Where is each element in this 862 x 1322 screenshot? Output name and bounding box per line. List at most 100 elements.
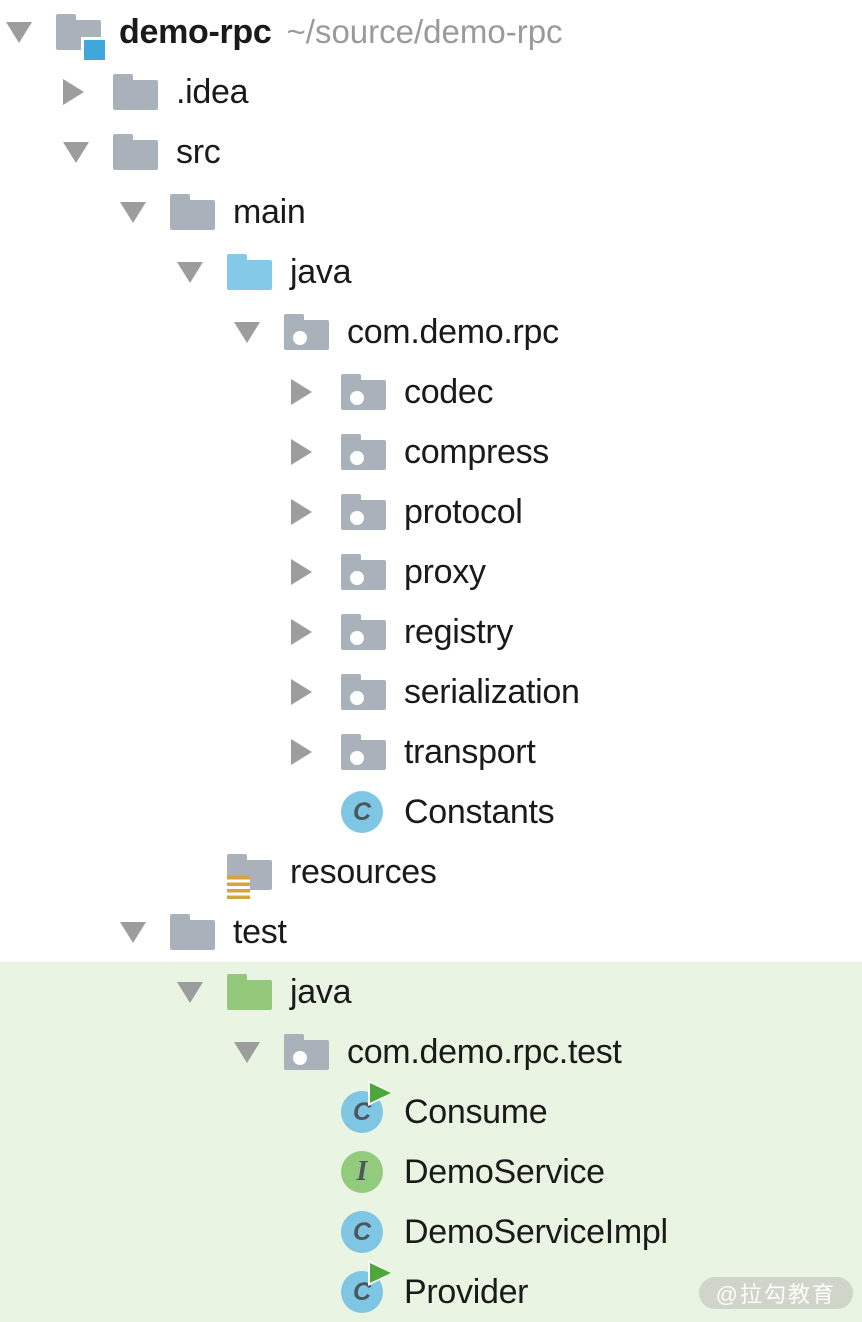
folder-shape-icon [341,549,386,595]
folder-shape-icon [170,189,215,235]
tree-row-transport[interactable]: transport [0,722,862,782]
package-icon [284,1029,329,1075]
expanded-arrow-icon[interactable] [120,922,146,943]
twisty-slot [291,1082,341,1142]
collapsed-arrow-icon[interactable] [291,739,312,765]
folder-shape-icon [227,969,272,1015]
tree-row-test[interactable]: test [0,902,862,962]
project-path: ~/source/demo-rpc [287,13,563,51]
folder-shape-icon [227,249,272,295]
class-icon: C [341,789,386,835]
collapsed-arrow-icon[interactable] [291,619,312,645]
tree-row-com-demo-rpc-test[interactable]: com.demo.rpc.test [0,1022,862,1082]
tree-row-resources[interactable]: resources [0,842,862,902]
twisty-slot [291,1202,341,1262]
item-label: test [233,913,287,952]
twisty-slot [291,602,341,662]
twisty-slot [177,242,227,302]
class-icon: C [341,1209,386,1255]
type-circle-icon: I [341,1151,383,1193]
tree-row-idea[interactable]: .idea [0,62,862,122]
expanded-arrow-icon[interactable] [177,982,203,1003]
folder-shape-icon [170,909,215,955]
package-dot-icon [350,631,364,645]
folder-icon [170,189,215,235]
project-root-icon [56,9,101,55]
twisty-slot [63,122,113,182]
tree-row-constants[interactable]: C Constants [0,782,862,842]
item-label: protocol [404,493,523,532]
folder-shape-icon [113,129,158,175]
type-circle-icon: C [341,1211,383,1253]
tree-row-proxy[interactable]: proxy [0,542,862,602]
run-arrow-fill [370,1263,391,1283]
collapsed-arrow-icon[interactable] [291,379,312,405]
twisty-slot [234,1022,284,1082]
type-circle-icon: C [341,791,383,833]
tree-row-com-demo-rpc[interactable]: com.demo.rpc [0,302,862,362]
class-letter: C [353,800,371,825]
expanded-arrow-icon[interactable] [63,142,89,163]
tree-row-java[interactable]: java [0,242,862,302]
source-folder-icon [227,249,272,295]
runnable-class-icon: C [341,1089,386,1135]
tree-row-codec[interactable]: codec [0,362,862,422]
collapsed-arrow-icon[interactable] [291,499,312,525]
item-label: proxy [404,553,486,592]
tree-row-registry[interactable]: registry [0,602,862,662]
expanded-arrow-icon[interactable] [120,202,146,223]
item-label: registry [404,613,513,652]
runnable-class-icon: C [341,1269,386,1315]
package-dot-icon [350,391,364,405]
collapsed-arrow-icon[interactable] [291,559,312,585]
twisty-slot [291,1262,341,1322]
collapsed-arrow-icon[interactable] [291,679,312,705]
twisty-slot [291,422,341,482]
folder-shape-icon [341,489,386,535]
item-label: com.demo.rpc.test [347,1033,622,1072]
package-dot-icon [350,691,364,705]
item-label: java [290,973,351,1012]
package-icon [341,609,386,655]
tree-row-demoservice[interactable]: I DemoService [0,1142,862,1202]
folder-shape-icon [341,729,386,775]
tree-row-demoserviceimpl[interactable]: C DemoServiceImpl [0,1202,862,1262]
package-dot-icon [350,451,364,465]
expanded-arrow-icon[interactable] [177,262,203,283]
folder-shape-icon [341,429,386,475]
folder-shape-icon [284,1029,329,1075]
item-label: Consume [404,1093,547,1132]
item-label: Provider [404,1273,528,1312]
collapsed-arrow-icon[interactable] [63,79,84,105]
item-label: compress [404,433,549,472]
package-dot-icon [350,571,364,585]
tree-row-main[interactable]: main [0,182,862,242]
interface-letter: I [357,1158,368,1186]
package-dot-icon [293,1051,307,1065]
tree-row-java[interactable]: java [0,962,862,1022]
test-source-folder-icon [227,969,272,1015]
item-label: DemoServiceImpl [404,1213,668,1252]
package-dot-icon [350,751,364,765]
package-icon [341,369,386,415]
tree-row-demo-rpc[interactable]: demo-rpc~/source/demo-rpc [0,2,862,62]
item-label: Constants [404,793,554,832]
tree-row-compress[interactable]: compress [0,422,862,482]
expanded-arrow-icon[interactable] [234,1042,260,1063]
tree-section-test-highlight: java com.demo.rpc.testC ConsumeI DemoServic… [0,962,862,1322]
tree-row-protocol[interactable]: protocol [0,482,862,542]
collapsed-arrow-icon[interactable] [291,439,312,465]
interface-icon: I [341,1149,386,1195]
expanded-arrow-icon[interactable] [6,22,32,43]
twisty-slot [63,62,113,122]
twisty-slot [291,722,341,782]
item-label: .idea [176,73,248,112]
tree-row-serialization[interactable]: serialization [0,662,862,722]
twisty-slot [291,782,341,842]
twisty-slot [177,842,227,902]
tree-row-consume[interactable]: C Consume [0,1082,862,1142]
folder-icon [113,69,158,115]
expanded-arrow-icon[interactable] [234,322,260,343]
item-label: DemoService [404,1153,605,1192]
tree-row-src[interactable]: src [0,122,862,182]
